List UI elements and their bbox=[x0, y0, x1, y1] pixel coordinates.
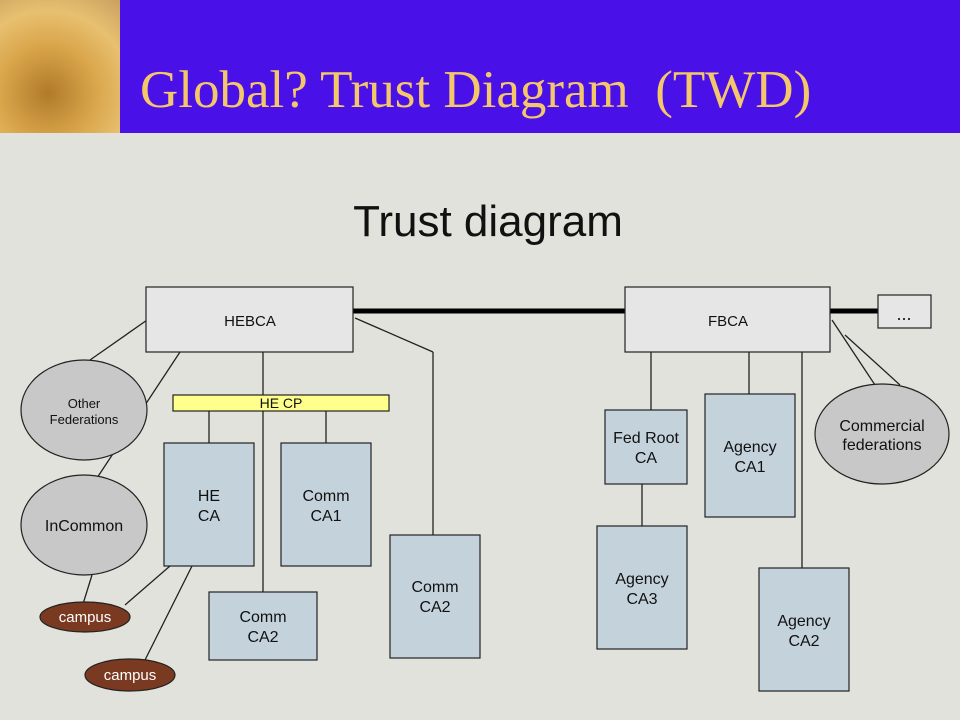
comm-ca1-box bbox=[280, 442, 372, 567]
comm-ca1-line1: Comm bbox=[302, 488, 349, 505]
connector bbox=[844, 334, 901, 386]
fed-root-ca-box bbox=[604, 409, 688, 485]
fed-root-ca-line2: CA bbox=[635, 450, 658, 467]
connector bbox=[831, 319, 876, 386]
commercial-federations-line1: Commercial bbox=[839, 418, 924, 435]
he-ca-line1: HE bbox=[198, 488, 220, 505]
agency-ca1-box bbox=[704, 393, 796, 518]
agency-ca2-line2: CA2 bbox=[788, 633, 819, 650]
agency-ca2-box bbox=[758, 567, 850, 692]
connector bbox=[82, 574, 93, 605]
hebca-box bbox=[145, 286, 354, 353]
fbca-label: FBCA bbox=[708, 313, 748, 330]
incommon-ellipse bbox=[20, 474, 148, 576]
agency-ca3-line1: Agency bbox=[615, 571, 668, 588]
comm-ca2-right-box bbox=[389, 534, 481, 659]
connector bbox=[144, 565, 193, 661]
commercial-federations-line2: federations bbox=[842, 437, 921, 454]
he-ca-box bbox=[163, 442, 255, 567]
other-federations-ellipse bbox=[20, 359, 148, 461]
logo-image bbox=[0, 0, 120, 133]
he-cp-bar bbox=[172, 394, 390, 412]
he-cp-label: HE CP bbox=[260, 395, 303, 411]
slide-title: Global? Trust Diagram (TWD) bbox=[140, 61, 812, 119]
comm-ca2-lower-line1: Comm bbox=[239, 609, 286, 626]
comm-ca2-right-line2: CA2 bbox=[419, 599, 450, 616]
agency-ca3-line2: CA3 bbox=[626, 591, 657, 608]
comm-ca2-lower-line2: CA2 bbox=[247, 629, 278, 646]
agency-ca1-line2: CA1 bbox=[734, 459, 765, 476]
connector bbox=[354, 317, 434, 353]
incommon-label: InCommon bbox=[45, 518, 123, 535]
title-bar: Global? Trust Diagram (TWD) bbox=[0, 0, 960, 133]
more-box bbox=[877, 294, 932, 329]
agency-ca3-box bbox=[596, 525, 688, 650]
other-federations-line2: Federations bbox=[50, 412, 119, 427]
agency-ca2-line1: Agency bbox=[777, 613, 830, 630]
campus-label-1: campus bbox=[59, 609, 112, 626]
campus-label-2: campus bbox=[104, 667, 157, 684]
comm-ca1-line2: CA1 bbox=[310, 508, 341, 525]
comm-ca2-right-line1: Comm bbox=[411, 579, 458, 596]
more-label: ... bbox=[896, 304, 911, 324]
diagram-title: Trust diagram bbox=[353, 197, 623, 246]
campus-ellipse-1 bbox=[39, 601, 131, 633]
comm-ca2-lower-box bbox=[208, 591, 318, 661]
hebca-label: HEBCA bbox=[224, 313, 276, 330]
he-ca-line2: CA bbox=[198, 508, 221, 525]
fbca-box bbox=[624, 286, 831, 353]
commercial-federations-ellipse bbox=[814, 383, 950, 485]
other-federations-line1: Other bbox=[68, 396, 101, 411]
connector bbox=[89, 317, 151, 361]
connector bbox=[124, 565, 171, 606]
agency-ca1-line1: Agency bbox=[723, 439, 776, 456]
campus-ellipse-2 bbox=[84, 658, 176, 692]
fed-root-ca-line1: Fed Root bbox=[613, 430, 679, 447]
